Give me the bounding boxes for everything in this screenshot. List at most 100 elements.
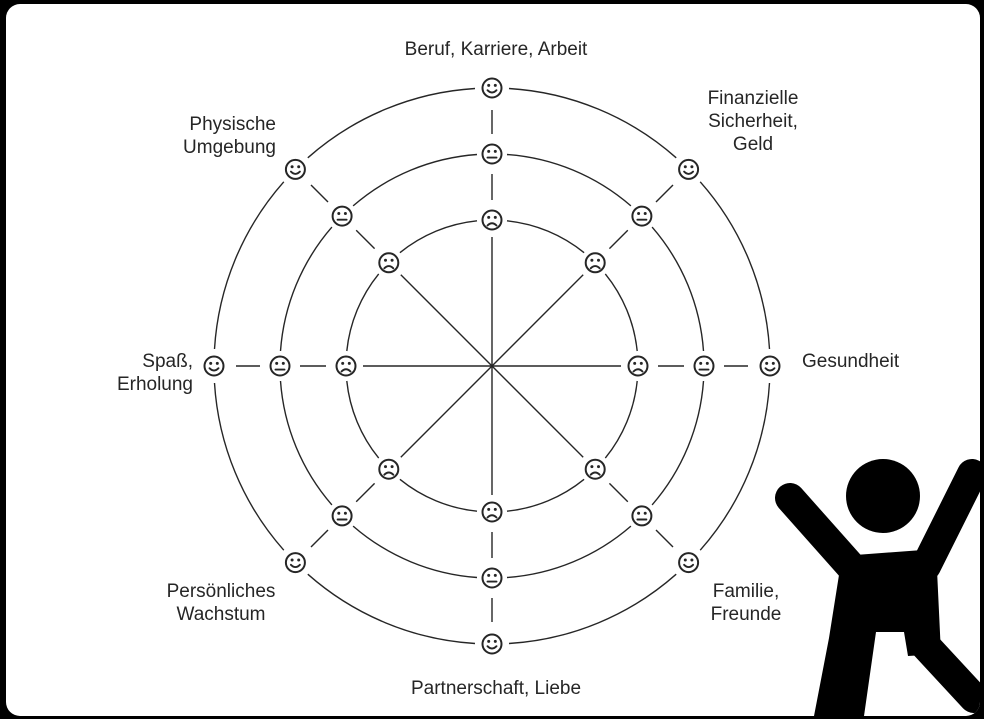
label-partnership-line-1: Partnerschaft, Liebe <box>336 677 656 700</box>
face-outline <box>483 211 502 230</box>
ring-2-arc <box>281 381 332 505</box>
ring-3-arc <box>215 182 284 349</box>
face-eye <box>597 259 600 262</box>
face-outline <box>205 357 224 376</box>
neutral-face-icon <box>333 207 352 226</box>
face-eye <box>494 216 497 219</box>
label-partnership: Partnerschaft, Liebe <box>336 677 656 700</box>
ring-1-arc <box>605 274 637 351</box>
face-eye <box>291 559 294 562</box>
neutral-face-icon <box>695 357 714 376</box>
spoke-tick <box>356 230 374 248</box>
face-eye <box>494 150 497 153</box>
label-family-line-1: Familie, <box>681 580 811 603</box>
label-fun-line-2: Erholung <box>66 373 193 396</box>
jumping-person-icon <box>790 459 974 716</box>
face-outline <box>337 357 356 376</box>
ring-2-arc <box>281 227 332 351</box>
face-outline <box>629 357 648 376</box>
face-eye <box>384 465 387 468</box>
neutral-face-icon <box>333 506 352 525</box>
face-outline <box>632 506 651 525</box>
face-outline <box>483 79 502 98</box>
face-outline <box>679 553 698 572</box>
face-outline <box>483 635 502 654</box>
face-outline <box>333 207 352 226</box>
face-eye <box>494 508 497 511</box>
face-eye <box>590 465 593 468</box>
label-environment: Physische Umgebung <box>126 113 276 159</box>
face-eye <box>644 512 647 515</box>
label-fun-line-1: Spaß, <box>66 350 193 373</box>
happy-face-icon <box>286 553 305 572</box>
ring-3-arc <box>308 574 475 643</box>
face-eye <box>275 362 278 365</box>
face-eye <box>637 512 640 515</box>
label-finances-line-1: Finanzielle <box>688 87 818 110</box>
face-eye <box>209 362 212 365</box>
spoke-line <box>401 366 492 457</box>
ring-1-arc <box>347 274 379 351</box>
face-outline <box>483 503 502 522</box>
label-growth-line-1: Persönliches <box>141 580 301 603</box>
face-outline <box>286 553 305 572</box>
sad-face-icon <box>379 253 398 272</box>
label-finances: Finanzielle Sicherheit, Geld <box>688 87 818 156</box>
face-outline <box>286 160 305 179</box>
label-growth: Persönliches Wachstum <box>141 580 301 626</box>
face-eye <box>341 362 344 365</box>
face-eye <box>494 84 497 87</box>
ring-2-arc <box>652 381 703 505</box>
spoke-line <box>492 275 583 366</box>
face-outline <box>379 460 398 479</box>
face-outline <box>632 207 651 226</box>
sad-face-icon <box>379 460 398 479</box>
label-growth-line-2: Wachstum <box>141 603 301 626</box>
neutral-face-icon <box>632 207 651 226</box>
face-eye <box>684 559 687 562</box>
ring-3-arc <box>700 182 769 349</box>
face-outline <box>695 357 714 376</box>
face-eye <box>487 574 490 577</box>
label-family-line-2: Freunde <box>681 603 811 626</box>
neutral-face-icon <box>483 569 502 588</box>
face-outline <box>679 160 698 179</box>
face-eye <box>706 362 709 365</box>
person-left-arm <box>790 498 854 570</box>
sad-face-icon <box>586 460 605 479</box>
sad-face-icon <box>337 357 356 376</box>
ring-1-arc <box>347 381 379 458</box>
label-health-line-1: Gesundheit <box>802 350 899 373</box>
face-eye <box>216 362 219 365</box>
spoke-tick <box>656 185 673 202</box>
ring-3-arc <box>509 574 676 643</box>
face-eye <box>297 165 300 168</box>
face-eye <box>282 362 285 365</box>
face-eye <box>337 212 340 215</box>
sad-face-icon <box>483 503 502 522</box>
ring-1-arc <box>400 479 477 511</box>
spoke-line <box>492 366 583 457</box>
sad-face-icon <box>483 211 502 230</box>
face-eye <box>699 362 702 365</box>
neutral-face-icon <box>271 357 290 376</box>
neutral-face-icon <box>483 145 502 164</box>
happy-face-icon <box>483 635 502 654</box>
face-eye <box>384 259 387 262</box>
ring-2-arc <box>507 155 631 206</box>
face-eye <box>487 150 490 153</box>
face-eye <box>487 508 490 511</box>
face-eye <box>487 216 490 219</box>
label-finances-line-3: Geld <box>688 133 818 156</box>
label-career: Beruf, Karriere, Arbeit <box>336 38 656 61</box>
face-outline <box>379 253 398 272</box>
person-head <box>846 459 920 533</box>
face-eye <box>772 362 775 365</box>
face-eye <box>765 362 768 365</box>
face-eye <box>344 212 347 215</box>
label-environment-line-2: Umgebung <box>126 136 276 159</box>
label-family: Familie, Freunde <box>681 580 811 626</box>
happy-face-icon <box>679 160 698 179</box>
face-eye <box>344 512 347 515</box>
person-right-arm <box>926 474 972 566</box>
